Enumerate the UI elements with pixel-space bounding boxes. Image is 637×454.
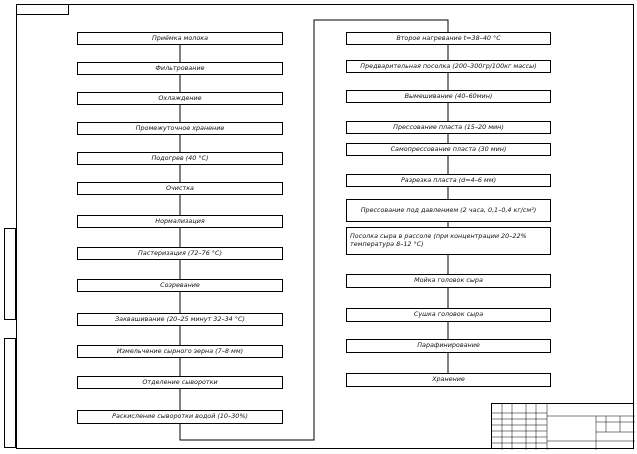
side-strip-upper: [4, 228, 16, 320]
step-label: Охлаждение: [158, 93, 202, 102]
step-box: Охлаждение: [77, 92, 283, 105]
step-label: Прессование пласта (15–20 мин): [393, 122, 504, 131]
step-label: Подогрев (40 °С): [151, 153, 209, 162]
step-box: Отделение сыворотки: [77, 376, 283, 389]
step-box: Измельчение сырного зерна (7–8 мм): [77, 345, 283, 358]
step-box: Заквашивание (20–25 минут 32–34 °С): [77, 313, 283, 326]
step-label: Самопрессование пласта (30 мин): [390, 144, 507, 153]
step-box: Разрезка пласта (d=4–6 мм): [346, 174, 551, 187]
step-box: Подогрев (40 °С): [77, 152, 283, 165]
step-label: Второе нагревание t=38–40 °С: [396, 33, 501, 42]
step-box: Хранение: [346, 373, 551, 387]
step-box: Прессование пласта (15–20 мин): [346, 121, 551, 134]
step-box: Предварительная посолка (200–300гр/100кг…: [346, 60, 551, 73]
step-box: Вымешивание (40–60мин): [346, 90, 551, 103]
drawing-frame: [16, 4, 634, 449]
column-connector: [179, 19, 449, 441]
step-box: Раскисление сыворотки водой (10–30%): [77, 410, 283, 424]
step-label: Вымешивание (40–60мин): [404, 91, 493, 100]
step-box: Очистка: [77, 182, 283, 195]
step-box: Мойка головок сыра: [346, 274, 551, 288]
step-label: Измельчение сырного зерна (7–8 мм): [116, 346, 244, 355]
step-label: Фильтрование: [155, 63, 205, 72]
step-box: Посолка сыра в рассоле (при концентрации…: [346, 227, 551, 255]
step-label: Прессование под давлением (2 часа, 0,1–0…: [360, 205, 537, 214]
step-box: Парафинирование: [346, 339, 551, 353]
step-label: Мойка головок сыра: [414, 276, 483, 285]
step-label: Отделение сыворотки: [142, 377, 218, 386]
step-box: Созревание: [77, 279, 283, 292]
step-label: Очистка: [166, 183, 194, 192]
step-box: Сушка головок сыра: [346, 308, 551, 322]
step-label: Посолка сыра в рассоле (при концентрации…: [350, 232, 527, 248]
step-box: Прессование под давлением (2 часа, 0,1–0…: [346, 199, 551, 222]
side-strip-lower: [4, 338, 16, 448]
step-label: Заквашивание (20–25 минут 32–34 °С): [115, 314, 245, 323]
step-label: Разрезка пласта (d=4–6 мм): [400, 175, 497, 184]
step-label: Парафинирование: [417, 341, 480, 350]
title-block: [491, 403, 635, 450]
step-label: Приёмка молока: [151, 33, 209, 42]
title-block-grid: [492, 404, 635, 450]
step-label: Промежуточное хранение: [135, 123, 225, 132]
step-label: Пастеризация (72–76 °С): [138, 248, 222, 257]
step-box: Нормализация: [77, 215, 283, 228]
step-label: Раскисление сыворотки водой (10–30%): [112, 412, 248, 421]
step-box: Второе нагревание t=38–40 °С: [346, 32, 551, 45]
top-stamp-box: [16, 4, 69, 15]
step-box: Промежуточное хранение: [77, 122, 283, 135]
step-box: Самопрессование пласта (30 мин): [346, 143, 551, 156]
step-box: Пастеризация (72–76 °С): [77, 247, 283, 260]
step-label: Нормализация: [155, 216, 205, 225]
step-box: Приёмка молока: [77, 32, 283, 45]
step-box: Фильтрование: [77, 62, 283, 75]
step-label: Созревание: [160, 280, 200, 289]
step-label: Предварительная посолка (200–300гр/100кг…: [360, 61, 537, 70]
step-label: Хранение: [432, 375, 465, 384]
step-label: Сушка головок сыра: [413, 310, 484, 319]
